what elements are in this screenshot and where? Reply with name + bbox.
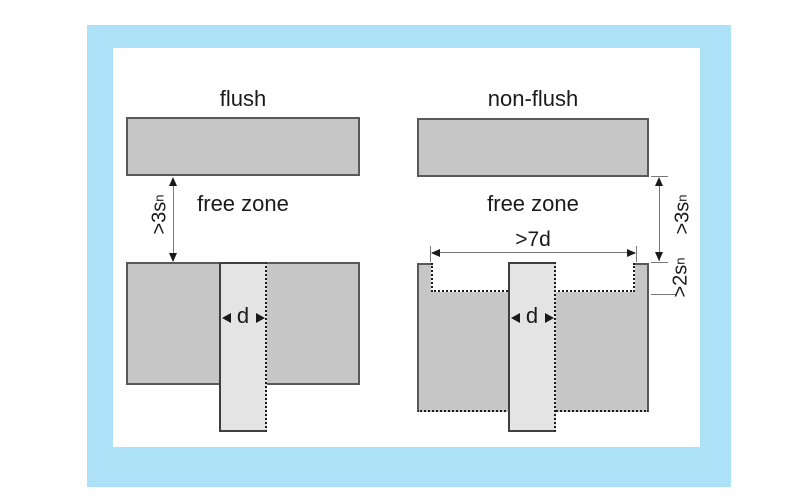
- arrowhead-left-icon: [431, 249, 440, 257]
- arrowhead-right-icon: [256, 313, 265, 323]
- nonflush-recess-width-label: >7d: [515, 228, 551, 251]
- nonflush-free-zone-label: free zone: [487, 191, 579, 216]
- arrowhead-down-icon: [655, 252, 663, 261]
- arrowhead-left-icon: [222, 313, 231, 323]
- flush-sensor: [219, 262, 267, 432]
- arrowhead-right-icon: [627, 249, 636, 257]
- nonflush-rim-right-edge: [635, 263, 649, 265]
- arrowhead-right-icon: [545, 313, 554, 323]
- flush-free-zone-label: free zone: [197, 191, 289, 216]
- extension-line: [651, 262, 668, 263]
- extension-line: [651, 294, 676, 295]
- extension-line: [430, 246, 431, 262]
- nonflush-title: non-flush: [487, 86, 579, 111]
- nonflush-clearance-dimension-line: [659, 179, 660, 261]
- extension-line: [636, 246, 637, 262]
- flush-clearance-dimension-line: [173, 179, 174, 261]
- arrowhead-up-icon: [169, 177, 177, 186]
- nonflush-sensor: [508, 262, 556, 432]
- nonflush-top-plate: [417, 118, 649, 177]
- arrowhead-left-icon: [511, 313, 520, 323]
- nonflush-rim-left-edge: [417, 263, 431, 265]
- flush-diameter-label: d: [236, 303, 250, 328]
- flush-top-plate: [126, 117, 360, 176]
- extension-line: [651, 176, 668, 177]
- nonflush-diameter-label: d: [525, 303, 539, 328]
- nonflush-recess-width-dimension-line: [432, 252, 635, 253]
- arrowhead-down-icon: [169, 253, 177, 262]
- flush-title: flush: [219, 86, 267, 111]
- arrowhead-up-icon: [655, 177, 663, 186]
